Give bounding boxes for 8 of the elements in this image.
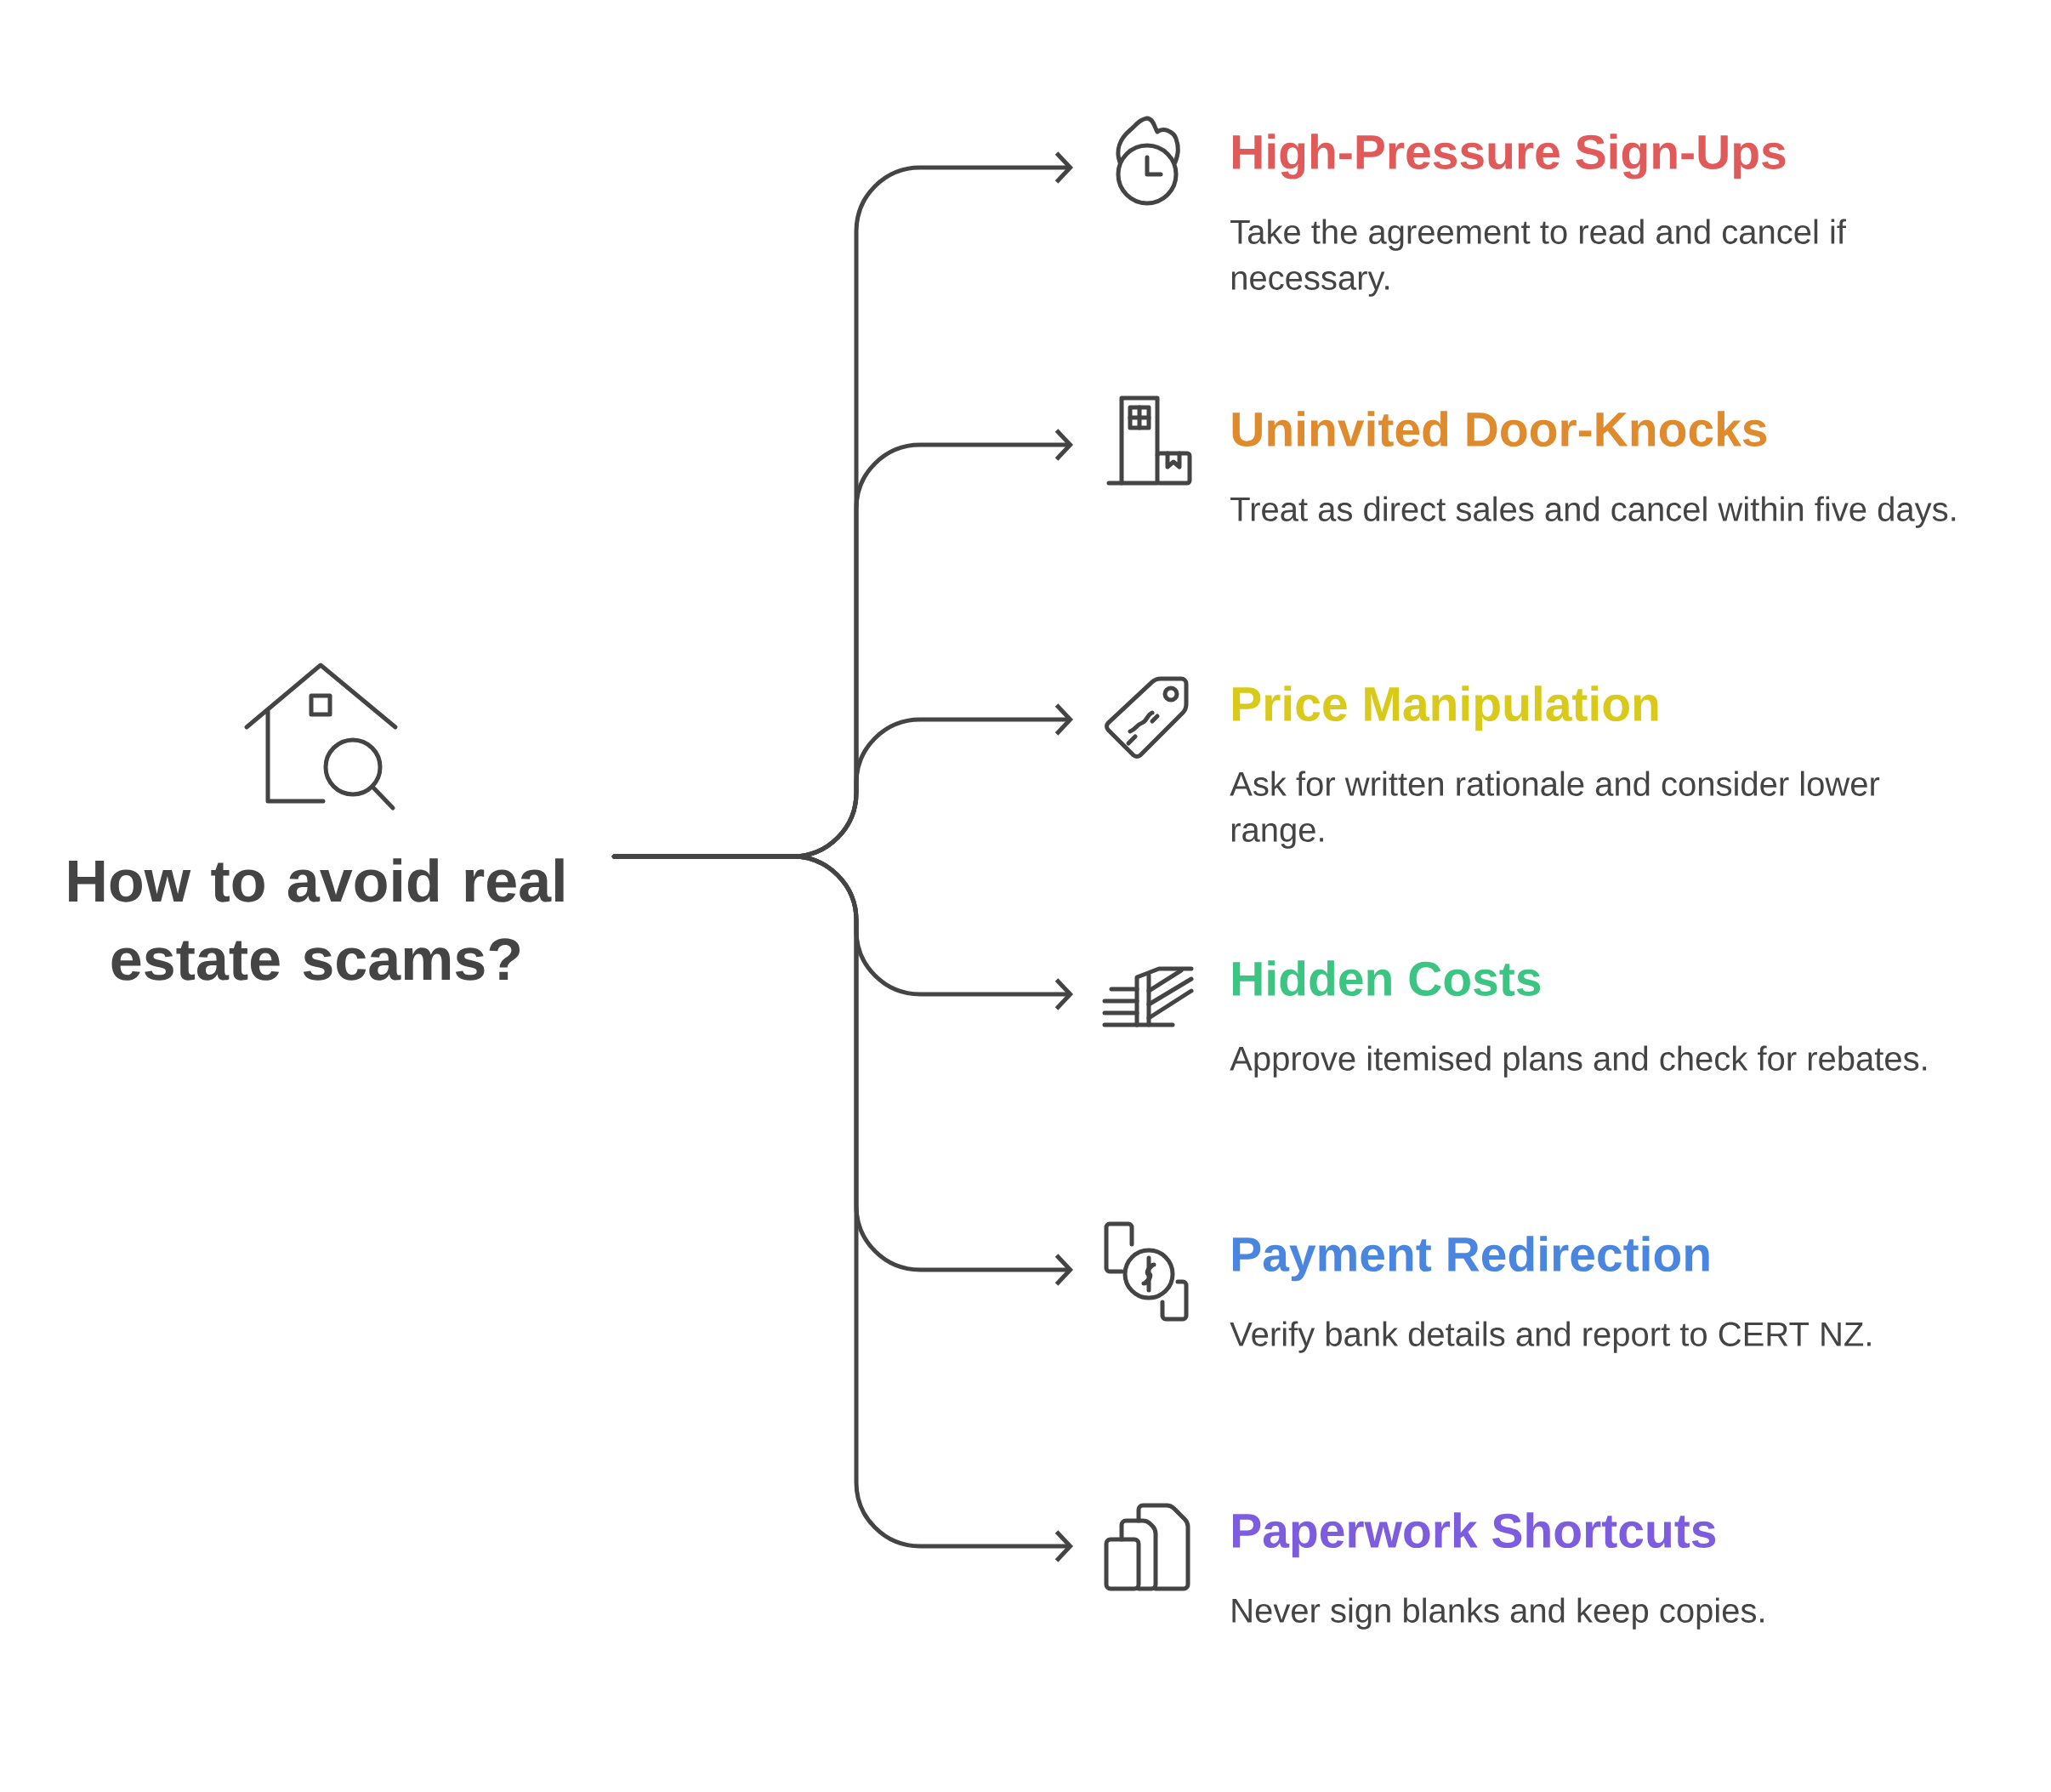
tip-text: High-Pressure Sign-Ups Take the agreement to read and cancel if necessary. — [1230, 134, 1846, 297]
tip-text: Hidden Costs Approve itemised plans and check for rebates. — [1230, 960, 1927, 1078]
question-title: How to avoid real estate scams? — [69, 858, 564, 981]
arrow — [611, 854, 1073, 1562]
tip-text: Payment Redirection Verify bank details and report to CERT NZ. — [1230, 1236, 1871, 1353]
tip-text: Price Manipulation Ask for written rationale and consider lower range. — [1230, 686, 1880, 849]
tip-text: Uninvited Door-Knocks Treat as direct sales and cancel within five days. — [1230, 411, 1956, 528]
tip-text: Paperwork Shortcuts Never sign blanks and keep copies. — [1232, 1512, 1764, 1630]
